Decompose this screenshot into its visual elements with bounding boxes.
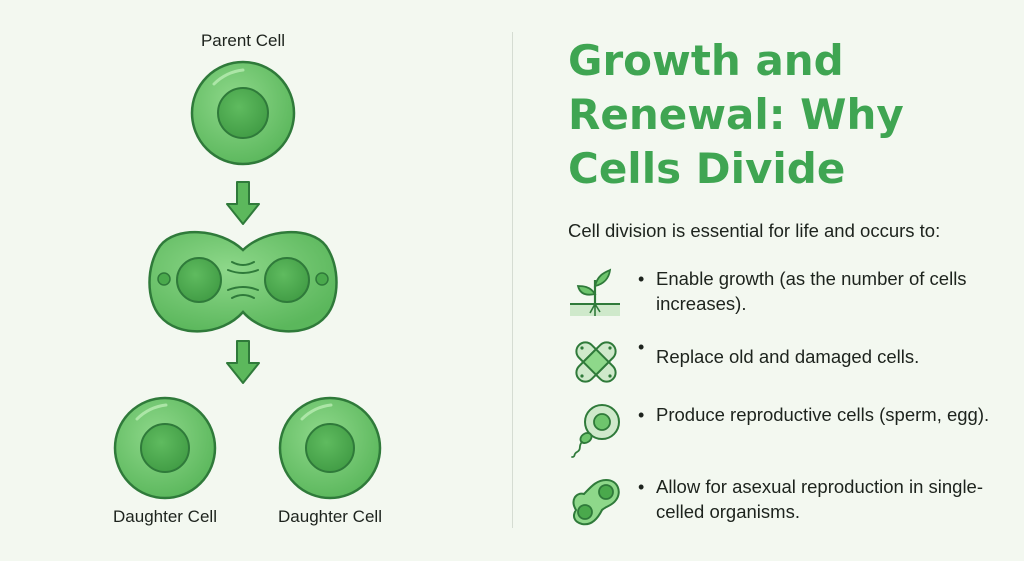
reason-item-asexual: • Allow for asexual reproduction in sing… (568, 474, 998, 534)
budding-cell-icon (572, 478, 620, 526)
reason-text: Allow for asexual reproduction in single… (656, 476, 984, 522)
reason-item-reproductive: • Produce reproductive cells (sperm, egg… (568, 402, 998, 462)
daughter-cell-right (278, 396, 382, 500)
reason-text: Enable growth (as the number of cells in… (656, 268, 967, 314)
bandage-icon (575, 341, 617, 383)
bullet: • (638, 269, 645, 289)
reason-text: Replace old and damaged cells. (656, 346, 920, 367)
bullet: • (638, 337, 645, 357)
page-title: Growth and Renewal: Why Cells Divide (568, 36, 904, 193)
reason-text: Produce reproductive cells (sperm, egg). (656, 404, 990, 425)
intro-text: Cell division is essential for life and … (568, 220, 941, 241)
cell-division-diagram: Parent Cell Daughter Cell Daughter Cell (0, 0, 512, 556)
bullet: • (638, 477, 645, 497)
bullet: • (638, 405, 645, 425)
reason-item-repair: • Replace old and damaged cells. (568, 334, 998, 394)
parent-cell (190, 60, 296, 166)
daughter-cell-right-label: Daughter Cell (278, 507, 382, 526)
divider (512, 32, 513, 528)
seedling-icon (570, 268, 620, 316)
reason-item-growth: • Enable growth (as the number of cells … (568, 266, 998, 326)
daughter-cell-left (113, 396, 217, 500)
cell-division-drawing (113, 60, 382, 500)
sperm-egg-icon (571, 404, 620, 458)
dividing-cell (148, 230, 338, 333)
parent-cell-label: Parent Cell (200, 31, 286, 50)
down-arrow-icon (226, 340, 260, 384)
down-arrow-icon (226, 181, 260, 225)
daughter-cell-left-label: Daughter Cell (113, 507, 217, 526)
